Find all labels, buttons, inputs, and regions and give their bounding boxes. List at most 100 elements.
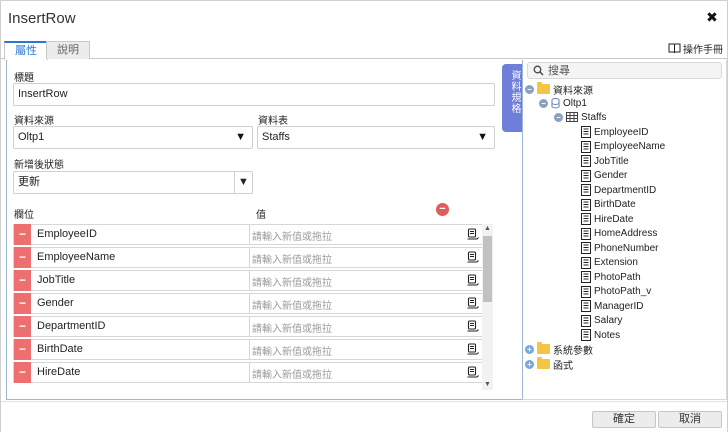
tree-node-column[interactable]: DepartmentID: [581, 183, 656, 197]
row-value-input[interactable]: 請輸入新值或拖拉: [252, 347, 332, 358]
cell-divider: [249, 248, 250, 267]
close-icon[interactable]: ✖: [706, 9, 718, 25]
data-spec-label: 資料規格: [509, 70, 520, 114]
table-row: −EmployeeID 請輸入新值或拖拉: [13, 224, 484, 245]
value-picker-icon[interactable]: [467, 297, 479, 310]
chevron-down-icon: ▼: [234, 172, 252, 193]
tree-node-column[interactable]: Gender: [581, 169, 627, 183]
tree-node-column[interactable]: PhotoPath_v: [581, 285, 651, 299]
expand-icon[interactable]: +: [525, 359, 534, 369]
tree-node-group[interactable]: +函式: [525, 357, 573, 372]
row-value-input[interactable]: 請輸入新值或拖拉: [252, 301, 332, 312]
cell-divider: [249, 317, 250, 336]
tree-node-column[interactable]: Notes: [581, 328, 620, 342]
column-icon: [581, 126, 591, 138]
value-picker-icon[interactable]: [467, 320, 479, 333]
tree-node-label: ManagerID: [594, 300, 644, 312]
grid-scrollbar[interactable]: ▲ ▼: [482, 224, 493, 390]
cancel-button[interactable]: 取消: [658, 411, 722, 428]
dialog-footer: 確定 取消: [1, 401, 727, 432]
folder-icon: [537, 357, 550, 369]
collapse-icon[interactable]: −: [539, 98, 548, 108]
row-value-input[interactable]: 請輸入新值或拖拉: [252, 370, 332, 381]
tree-node-column[interactable]: ManagerID: [581, 299, 643, 313]
tab-properties[interactable]: 屬性: [4, 41, 48, 60]
chevron-down-icon: ▼: [235, 131, 246, 143]
expand-icon[interactable]: +: [525, 344, 534, 354]
tree-node-column[interactable]: HomeAddress: [581, 227, 657, 241]
row-value-input[interactable]: 請輸入新值或拖拉: [252, 278, 332, 289]
row-field-name: EmployeeID: [37, 228, 97, 240]
caption-label: 標題: [14, 73, 34, 84]
tree-node-label: PhotoPath_v: [594, 286, 652, 297]
data-spec-side-tab[interactable]: 資料規格: [502, 64, 522, 132]
row-field-name: JobTitle: [37, 274, 76, 286]
tree-node-table[interactable]: −Staffs: [554, 110, 606, 124]
tab-description[interactable]: 說明: [46, 41, 90, 59]
remove-all-button[interactable]: −: [436, 203, 449, 216]
collapse-icon[interactable]: −: [554, 112, 563, 122]
tree-node-column[interactable]: PhoneNumber: [581, 241, 658, 255]
remove-row-button[interactable]: −: [14, 224, 31, 245]
remove-row-button[interactable]: −: [14, 247, 31, 268]
value-picker-icon[interactable]: [467, 366, 479, 379]
tree-node-label: BirthDate: [594, 199, 636, 210]
tree-node-label: JobTitle: [594, 155, 629, 167]
search-icon: [533, 65, 544, 76]
remove-row-button[interactable]: −: [14, 270, 31, 291]
tree-node-column[interactable]: Extension: [581, 256, 638, 270]
column-icon: [581, 155, 591, 167]
remove-row-button[interactable]: −: [14, 293, 31, 314]
remove-row-button[interactable]: −: [14, 339, 31, 360]
after-state-label: 新增後狀態: [14, 160, 64, 171]
tree-node-column[interactable]: HireDate: [581, 212, 633, 226]
tree-node-label: HomeAddress: [594, 228, 658, 239]
search-input[interactable]: [548, 64, 718, 78]
tree-node-datasources[interactable]: − 資料來源: [525, 82, 593, 97]
tree-node-column[interactable]: JobTitle: [581, 154, 629, 168]
scroll-down-icon[interactable]: ▼: [484, 381, 491, 388]
tree-node-column[interactable]: EmployeeName: [581, 140, 665, 154]
tree-node-column[interactable]: Salary: [581, 314, 622, 328]
column-icon: [581, 314, 591, 327]
tree-node-label: Salary: [594, 315, 623, 326]
collapse-icon[interactable]: −: [525, 84, 534, 94]
tree-node-column[interactable]: EmployeeID: [581, 125, 648, 139]
value-picker-icon[interactable]: [467, 228, 479, 241]
folder-icon: [537, 342, 550, 354]
tree-node-label: 系統參數: [553, 345, 593, 357]
tree-node-label: PhotoPath: [594, 271, 641, 283]
scroll-thumb[interactable]: [483, 236, 492, 302]
after-state-select[interactable]: 更新 ▼: [13, 171, 253, 194]
value-picker-icon[interactable]: [467, 274, 479, 287]
title-bar: InsertRow ✖: [1, 1, 727, 37]
tree-node-label: 資料來源: [553, 85, 593, 97]
column-icon: [581, 213, 591, 225]
remove-row-button[interactable]: −: [14, 362, 31, 383]
cell-divider: [249, 340, 250, 359]
datasource-label: 資料來源: [14, 116, 54, 127]
scroll-up-icon[interactable]: ▲: [484, 225, 491, 232]
tree-node-label: DepartmentID: [594, 184, 657, 196]
remove-row-button[interactable]: −: [14, 316, 31, 337]
column-icon: [581, 198, 591, 211]
table-select[interactable]: Staffs ▼: [257, 126, 495, 149]
data-tree-panel: −資料來源−Oltp1−StaffsEmployeeIDEmployeeName…: [522, 60, 727, 400]
datasource-select[interactable]: Oltp1 ▼: [13, 126, 253, 149]
tree-node-group[interactable]: + 系統參數: [525, 342, 593, 357]
tree-node-connection[interactable]: −Oltp1: [539, 96, 587, 110]
caption-input[interactable]: InsertRow: [13, 83, 495, 106]
row-value-input[interactable]: 請輸入新值或拖拉: [252, 324, 332, 335]
manual-link[interactable]: 操作手冊: [668, 41, 723, 56]
after-state-value: 更新: [18, 176, 40, 188]
tree-node-column[interactable]: PhotoPath: [581, 270, 641, 284]
ok-button[interactable]: 確定: [592, 411, 656, 428]
column-icon: [581, 329, 591, 341]
tree-node-label: Notes: [594, 329, 621, 341]
row-value-input[interactable]: 請輸入新值或拖拉: [252, 232, 332, 243]
row-value-input[interactable]: 請輸入新值或拖拉: [252, 255, 332, 266]
value-picker-icon[interactable]: [467, 343, 479, 356]
row-field-name: Gender: [37, 297, 74, 309]
value-picker-icon[interactable]: [467, 251, 479, 264]
tree-node-column[interactable]: BirthDate: [581, 198, 636, 212]
